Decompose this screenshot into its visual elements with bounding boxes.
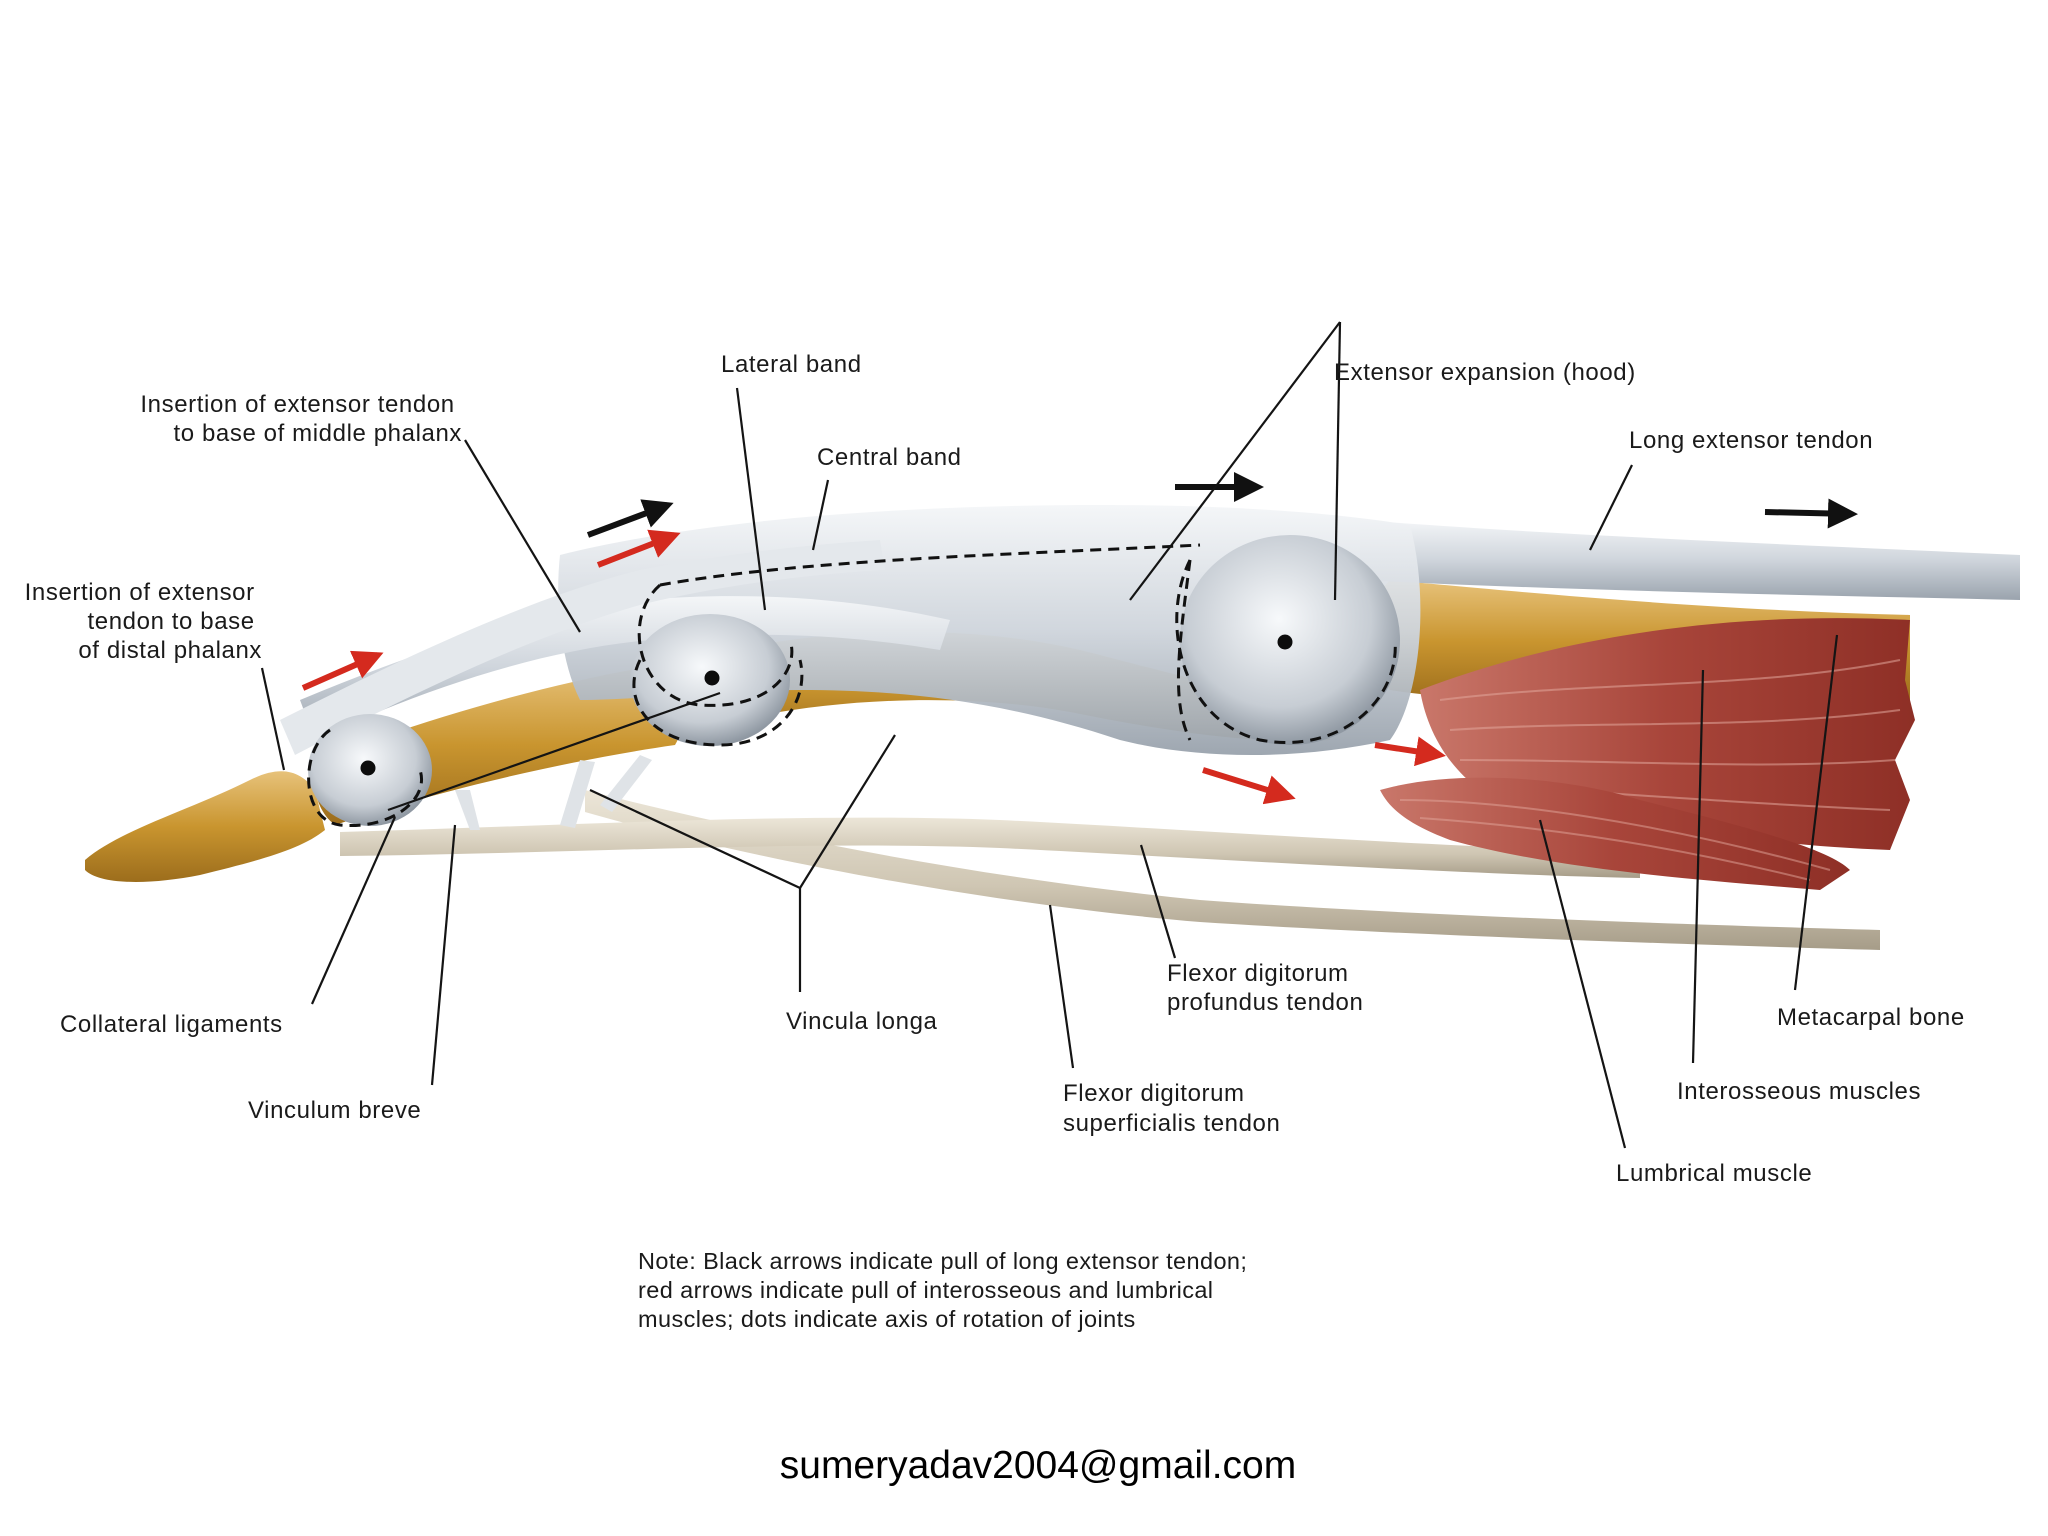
black-arrow-1 — [586, 499, 674, 538]
leader-metacarpal — [1793, 634, 1839, 991]
label-lumbrical-muscle: Lumbrical muscle — [1616, 1160, 1812, 1187]
label-vinculum-breve: Vinculum breve — [248, 1097, 421, 1124]
black-arrow-3 — [1764, 498, 1858, 529]
leader-interosseous — [1691, 669, 1705, 1064]
flexor-profundus-tendon — [340, 817, 1640, 878]
leader-vincula-b — [799, 734, 896, 889]
leader-lines — [260, 321, 1839, 1149]
red-arrow-1 — [301, 650, 384, 691]
lumbrical-muscle — [1380, 777, 1850, 890]
label-long-extensor-tendon: Long extensor tendon — [1629, 427, 1873, 454]
label-insertion-distal: Insertion of extensor tendon to base of … — [25, 579, 262, 664]
leader-collateral-b — [387, 691, 721, 812]
label-flexor-profundus: Flexor digitorum profundus tendon — [1167, 960, 1363, 1016]
leader-insertion-middle — [464, 439, 581, 633]
flexor-superficialis-tendon — [585, 790, 1880, 950]
label-central-band: Central band — [817, 444, 962, 471]
label-interosseous-muscles: Interosseous muscles — [1677, 1078, 1921, 1105]
labels: Insertion of extensor tendon to base of … — [25, 351, 1965, 1187]
label-insertion-middle: Insertion of extensor tendon to base of … — [140, 391, 462, 447]
red-arrow-4 — [1202, 767, 1296, 805]
extensor-dorsal-sheath — [280, 540, 885, 755]
leader-hood-a — [1129, 321, 1341, 601]
label-metacarpal-bone: Metacarpal bone — [1777, 1004, 1965, 1031]
label-extensor-expansion: Extensor expansion (hood) — [1334, 359, 1636, 386]
lateral-band — [300, 596, 950, 740]
footer-email: sumeryadav2004@gmail.com — [0, 1444, 2048, 1488]
leader-long-extensor — [1589, 464, 1633, 551]
legend-note: Note: Black arrows indicate pull of long… — [638, 1248, 1254, 1332]
footer-email-text: sumeryadav2004@gmail.com — [779, 1444, 1297, 1487]
pip-axis-dot — [704, 670, 720, 686]
distal-phalanx — [85, 771, 325, 882]
leader-central-band — [811, 479, 830, 551]
leader-insertion-distal — [260, 667, 286, 771]
label-vincula-longa: Vincula longa — [786, 1008, 938, 1035]
mcp-axis-dot — [1277, 634, 1293, 650]
dip-axis-dot — [360, 760, 376, 776]
leader-fds — [1048, 904, 1075, 1069]
red-arrow-3 — [1374, 736, 1446, 767]
leader-lumbrical — [1538, 819, 1627, 1149]
leader-fdp — [1139, 844, 1177, 959]
leader-vincula-a — [589, 789, 801, 889]
red-arrow-2 — [596, 529, 681, 568]
label-flexor-superficialis: Flexor digitorum superficialis tendon — [1063, 1080, 1280, 1137]
leader-lateral-band — [735, 387, 767, 611]
joint-outlines-dashed — [307, 543, 1397, 828]
leader-collateral — [310, 816, 397, 1005]
long-extensor-tendon — [1360, 520, 2020, 600]
finger-illustration — [85, 472, 2020, 950]
vincula — [455, 755, 652, 830]
red-pull-arrows — [301, 529, 1446, 805]
leader-hood-b — [1333, 321, 1342, 601]
label-collateral-ligaments: Collateral ligaments — [60, 1011, 283, 1038]
leader-vinculum-breve — [430, 824, 457, 1086]
joint-axis-dots — [360, 634, 1293, 776]
label-lateral-band: Lateral band — [721, 351, 862, 378]
